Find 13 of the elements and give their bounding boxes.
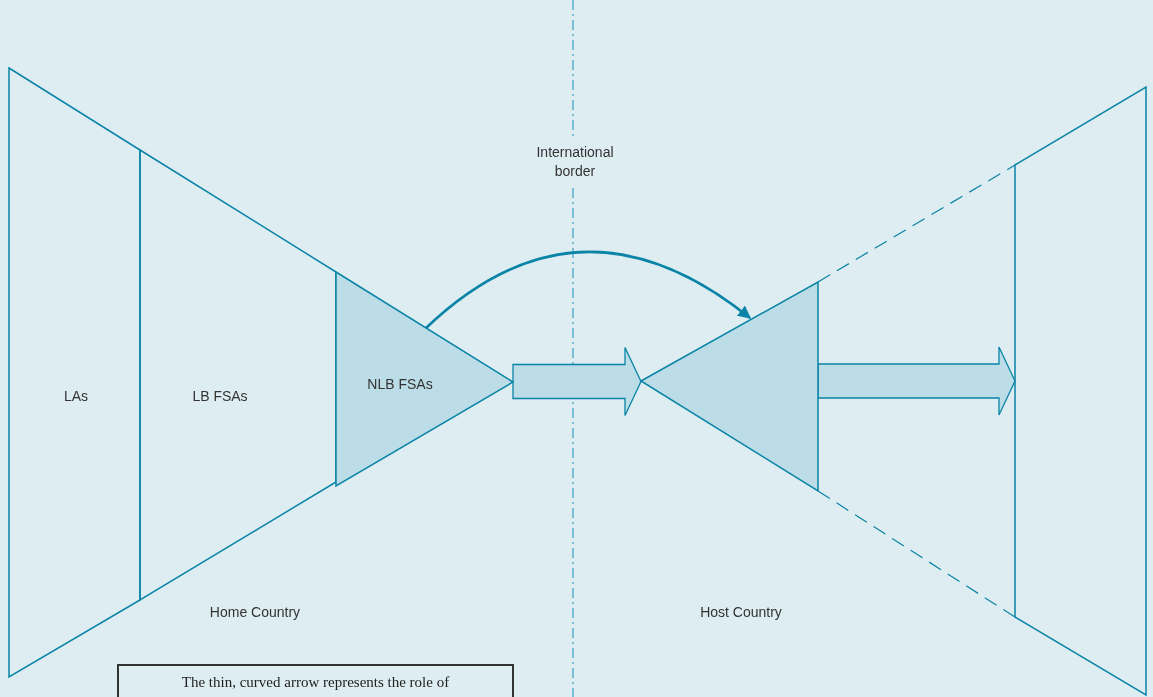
region-label: Host Country (699, 603, 783, 622)
border-label: International border (535, 143, 615, 181)
dashed-line (817, 490, 1016, 618)
curved-arrow (425, 250, 752, 329)
note-box (117, 664, 514, 697)
note-text: The thin, curved arrow represents the role of (181, 675, 450, 692)
section-label: NLB FSAs (367, 375, 433, 394)
region-label: Home Country (208, 603, 302, 622)
block-arrow (512, 346, 642, 417)
section-label: LAs (63, 387, 89, 406)
section-label: LB FSAs (192, 387, 248, 406)
dashed-line (817, 164, 1016, 283)
block-arrow (817, 346, 1016, 416)
